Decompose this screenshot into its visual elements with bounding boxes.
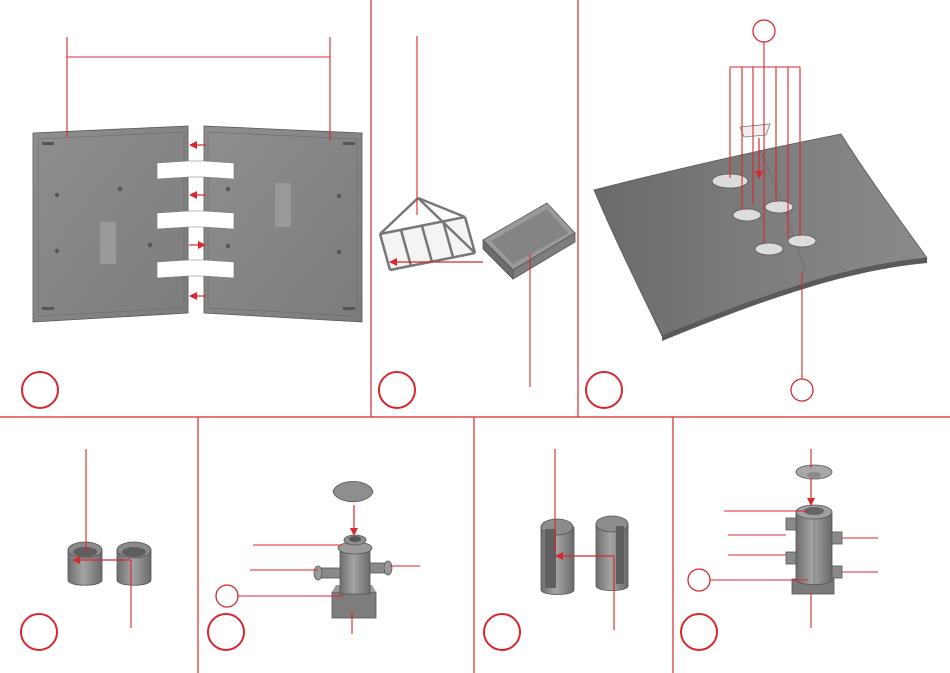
step-marker-5 [208, 614, 244, 650]
callout-circle [688, 569, 710, 591]
vent-part-loose [740, 124, 770, 137]
trough-part [483, 203, 575, 279]
step-marker-1 [22, 372, 58, 408]
callout-circle-top [753, 20, 775, 42]
callout-leaders [710, 449, 878, 628]
half-cylinder-right [117, 542, 151, 585]
step-marker-2 [379, 372, 415, 408]
panel-step-2 [379, 36, 575, 408]
panel-step-1 [22, 37, 362, 408]
step-marker-7 [681, 614, 717, 650]
step-marker-6 [484, 614, 520, 650]
step-marker-3 [586, 372, 622, 408]
cap-part [333, 482, 373, 502]
half-cylinder-left [541, 519, 574, 595]
callout-leaders [237, 545, 420, 634]
valve-body [314, 535, 392, 618]
panel-step-6 [484, 449, 628, 650]
step-marker-4 [21, 614, 57, 650]
callout-circle-bottom [791, 379, 813, 401]
tank-body [786, 505, 842, 594]
cap-part [796, 465, 832, 479]
half-cylinder-left [68, 542, 102, 585]
callout-circle [216, 585, 238, 607]
panel-step-5 [208, 482, 420, 651]
window-frame-part [380, 198, 475, 270]
half-cylinder-right [596, 516, 628, 591]
panel-step-3 [586, 20, 927, 408]
roof-plate [594, 134, 927, 341]
panel-step-7 [681, 449, 878, 650]
panel-step-4 [21, 449, 151, 650]
dimension-bracket [67, 37, 330, 140]
